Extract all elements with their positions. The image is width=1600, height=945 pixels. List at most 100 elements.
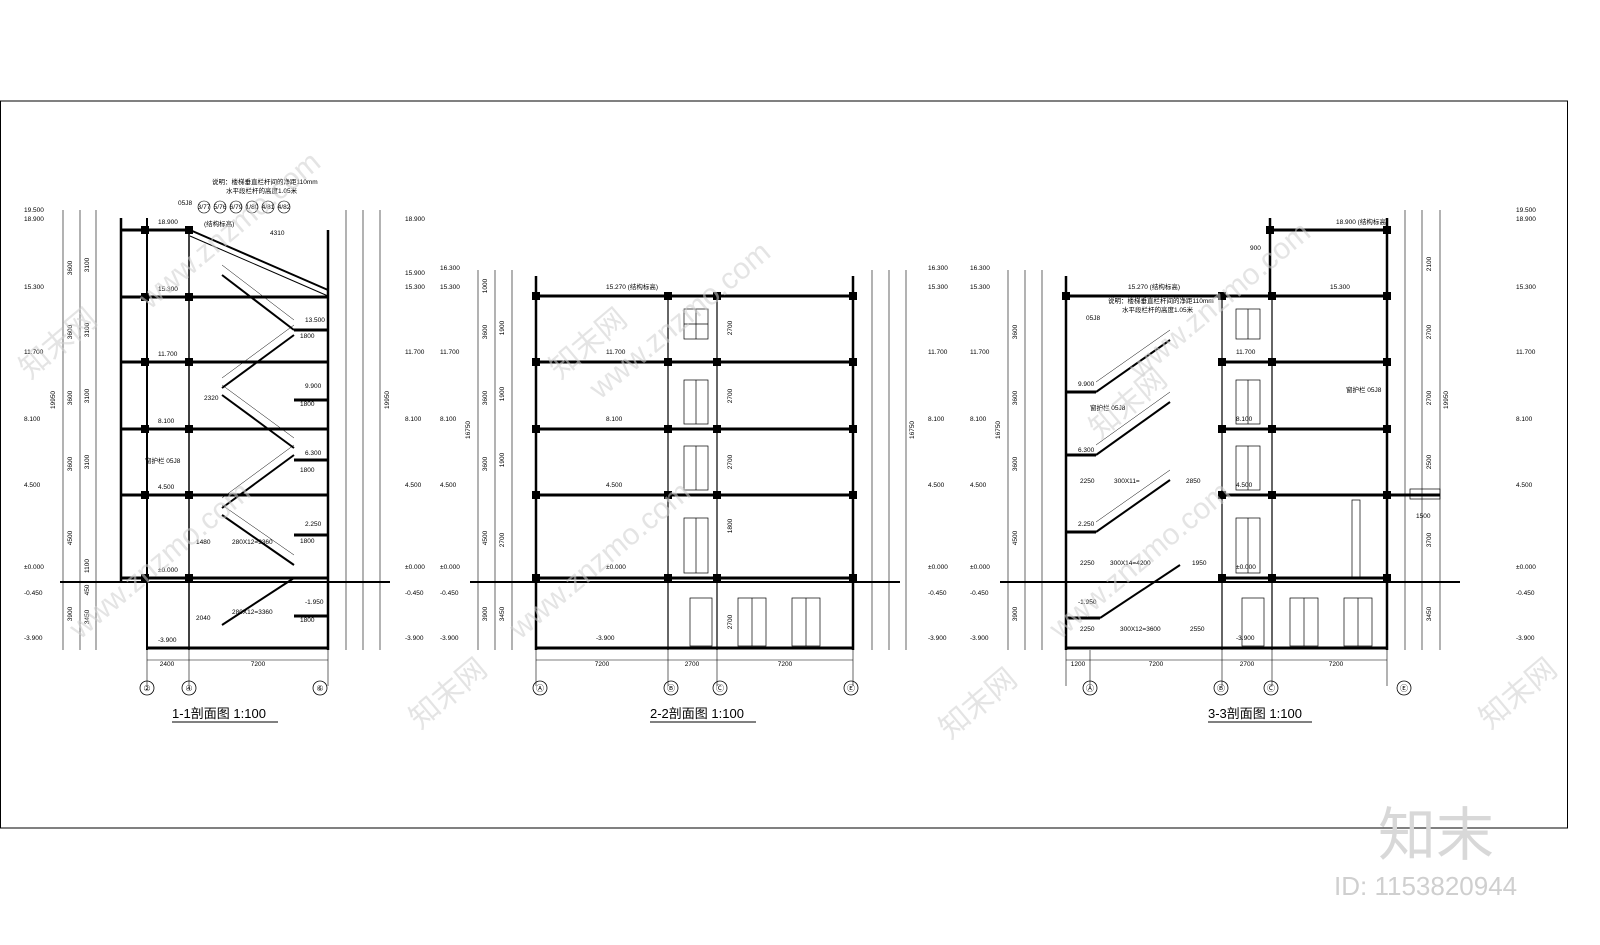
- section-title: 3-3剖面图 1:100: [1208, 706, 1302, 721]
- dimension-text: 3600: [482, 390, 489, 405]
- elevation-mark: -3.900: [405, 635, 424, 642]
- elevation-mark: 15.300: [928, 284, 948, 291]
- dimension-text: 3900: [1012, 606, 1019, 621]
- stair-level: 2.250: [305, 521, 322, 528]
- landing-dimension: 1800: [300, 538, 315, 545]
- elevation-mark: ±0.000: [440, 564, 460, 571]
- dimension-text: 3900: [67, 606, 74, 621]
- axis-label: Ⓑ: [667, 684, 675, 693]
- level-label: 4.500: [158, 484, 175, 491]
- landing-dimension: 1800: [300, 401, 315, 408]
- level-label: 4.500: [1236, 482, 1253, 489]
- elevation-mark: -0.450: [24, 590, 43, 597]
- axis-label: Ⓒ: [716, 684, 724, 693]
- dimension-text: 3100: [84, 454, 91, 469]
- dimension-text: 280X12=3360: [232, 609, 273, 616]
- dimension-text: 3600: [482, 324, 489, 339]
- dimension-text: 2100: [1426, 256, 1433, 271]
- level-label: 8.100: [158, 418, 175, 425]
- elevation-mark: ±0.000: [24, 564, 44, 571]
- elevation-mark: 19.500: [1516, 207, 1536, 214]
- level-label: 11.700: [1236, 349, 1256, 356]
- dimension-text: 2700: [727, 454, 734, 469]
- elevation-mark: 11.700: [928, 349, 948, 356]
- rail-ref: 窗护栏 05J8: [145, 456, 181, 465]
- elevation-mark: 11.700: [440, 349, 460, 356]
- dimension-text: 4500: [1012, 530, 1019, 545]
- dimension-text: 1800: [727, 518, 734, 533]
- dimension-text: 3100: [84, 257, 91, 272]
- total-dimension: 19950: [384, 391, 391, 409]
- level-label: 15.300: [158, 286, 178, 293]
- dimension-text: 2250: [1080, 478, 1095, 485]
- elevation-mark: 18.900: [1516, 216, 1536, 223]
- total-dimension: 16750: [995, 421, 1002, 439]
- level-label: 15.270 (结构标高): [1128, 282, 1180, 291]
- dimension-text: 7200: [778, 661, 793, 668]
- dimension-text: 3600: [482, 456, 489, 471]
- elevation-mark: -3.900: [24, 635, 43, 642]
- dimension-text: 2700: [499, 532, 506, 547]
- elevation-mark: -3.900: [440, 635, 459, 642]
- dimension-text: 3600: [67, 260, 74, 275]
- axis-label: Ⓒ: [1267, 684, 1275, 693]
- dimension-text: 2250: [1080, 626, 1095, 633]
- stair-note: 水平段栏杆的高度1.05米: [1122, 305, 1194, 314]
- axis-label: Ⓔ: [1400, 684, 1408, 693]
- axis-label: ⑥: [316, 684, 323, 693]
- level-label: 11.700: [606, 349, 626, 356]
- elevation-mark: -0.450: [405, 590, 424, 597]
- dimension-text: 3100: [84, 322, 91, 337]
- elevation-mark: -3.900: [928, 635, 947, 642]
- dimension-text: 2550: [1190, 626, 1205, 633]
- dimension-text: 4310: [270, 230, 285, 237]
- dimension-text: 2700: [727, 320, 734, 335]
- dimension-text: 1000: [482, 278, 489, 293]
- detail-code: 5/76: [214, 204, 227, 211]
- total-dimension: 16750: [909, 421, 916, 439]
- axis-label: Ⓐ: [1086, 684, 1094, 693]
- dimension-text: 2700: [727, 388, 734, 403]
- dimension-text: 3600: [1012, 456, 1019, 471]
- axis-label: Ⓑ: [1217, 684, 1225, 693]
- elevation-mark: -0.450: [970, 590, 989, 597]
- axis-label: ②: [143, 684, 150, 693]
- section-3-3: Ⓐ Ⓑ Ⓒ Ⓔ 1200 7200 2700 7200 16.300 15.30…: [970, 207, 1536, 723]
- dimension-text: 2250: [1080, 560, 1095, 567]
- total-dimension: 16750: [465, 421, 472, 439]
- stair-level: 9.900: [305, 383, 322, 390]
- elevation-mark: 8.100: [928, 416, 945, 423]
- elevation-mark: 11.700: [970, 349, 990, 356]
- brand-logo: 知末: [1378, 803, 1494, 868]
- stair-level: 9.900: [1078, 381, 1095, 388]
- dimension-text: 1200: [1071, 661, 1086, 668]
- dimension-text: 4500: [482, 530, 489, 545]
- rail-ref: 窗护栏 05J8: [1346, 385, 1382, 394]
- elevation-mark: 16.300: [928, 265, 948, 272]
- dimension-text: 3600: [67, 390, 74, 405]
- dimension-text: 3450: [499, 606, 506, 621]
- elevation-mark: 16.300: [970, 265, 990, 272]
- elevation-mark: 18.900: [405, 216, 425, 223]
- stair-note: 水平段栏杆的高度1.05米: [226, 186, 298, 195]
- brand-watermark: 知末网: [933, 662, 1023, 745]
- dimension-text: 3100: [84, 388, 91, 403]
- dimension-text: 2700: [685, 661, 700, 668]
- section-2-2: Ⓐ Ⓑ Ⓒ Ⓔ 7200 2700 7200 16.300 15.300 11.…: [440, 265, 948, 723]
- brand-watermark: 知末网: [403, 652, 493, 735]
- dimension-text: 2700: [727, 614, 734, 629]
- dimension-text: 2850: [1186, 478, 1201, 485]
- elevation-mark: -3.900: [970, 635, 989, 642]
- stair-note: 说明：楼梯垂直栏杆间的净距110mm: [212, 177, 318, 186]
- axis-label: ④: [185, 684, 192, 693]
- watermark-layer: www.znzmo.com www.znzmo.com www.znzmo.co…: [13, 145, 1563, 745]
- stair-note: 说明：楼梯垂直栏杆间的净距110mm: [1108, 296, 1214, 305]
- rail-ref: 窗护栏 05J8: [1090, 403, 1126, 412]
- elevation-mark: 8.100: [970, 416, 987, 423]
- dimension-text: 1900: [499, 386, 506, 401]
- dimension-text: 1100: [84, 559, 91, 573]
- level-label: 4.500: [606, 482, 623, 489]
- elevation-mark: 8.100: [1516, 416, 1533, 423]
- dimension-text: 450: [84, 584, 91, 595]
- dimension-text: 3450: [1426, 606, 1433, 621]
